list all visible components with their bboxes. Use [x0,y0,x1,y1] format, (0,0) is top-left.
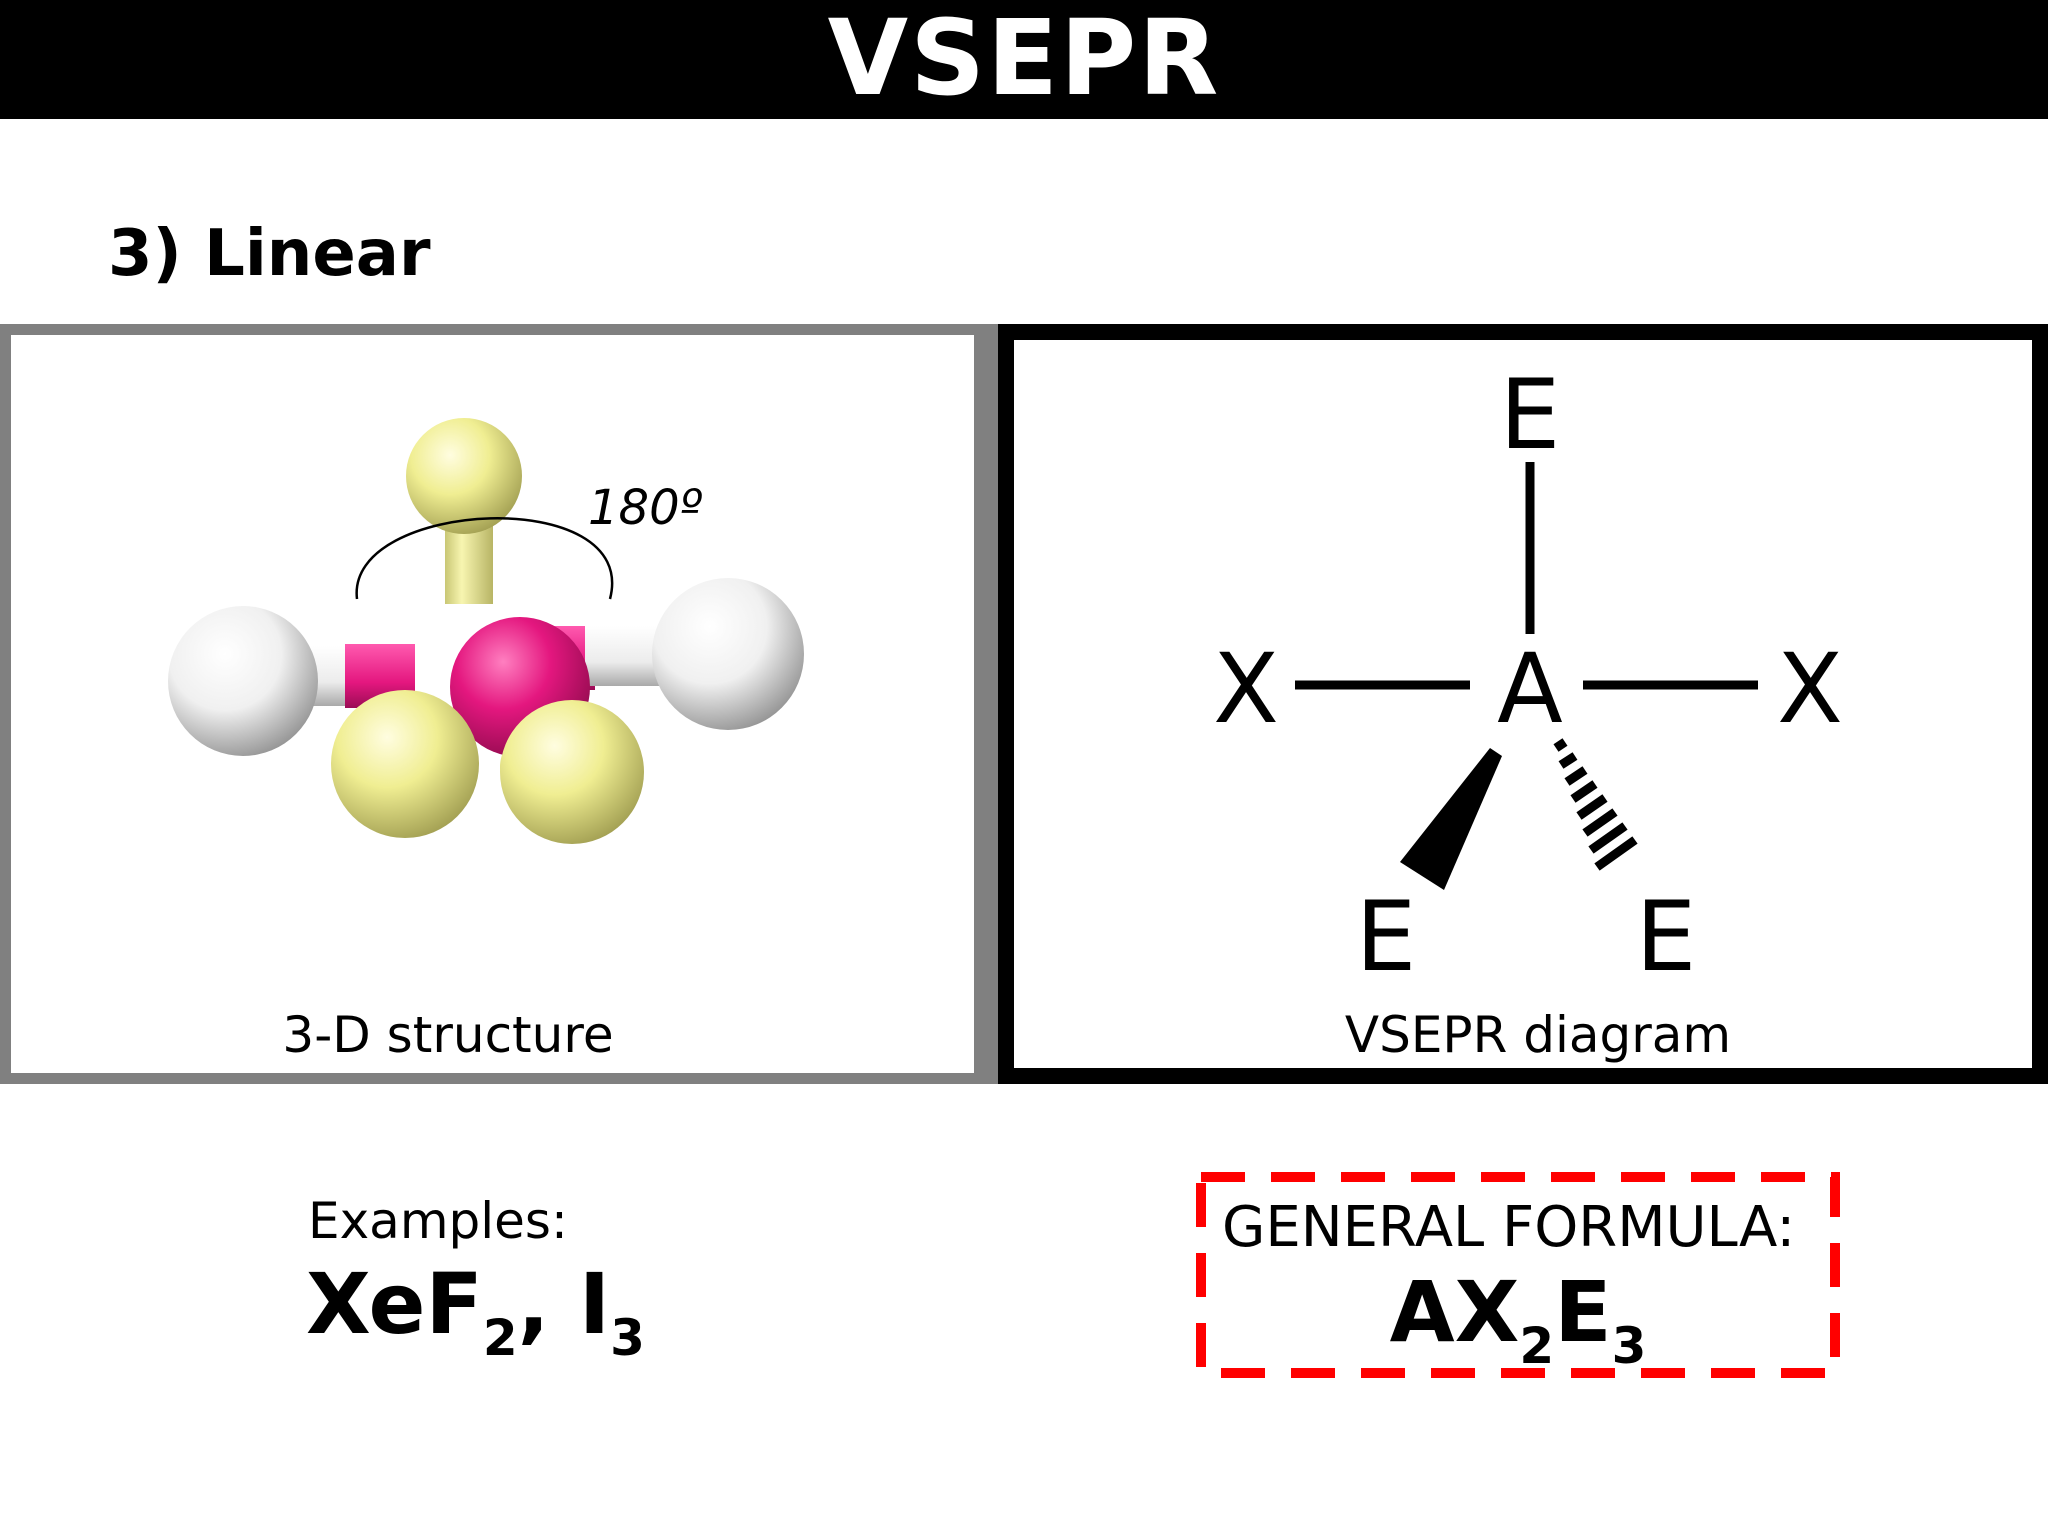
structure-caption: 3-D structure [282,1006,614,1064]
angle-arc [355,517,614,600]
hashed-bond [1553,738,1638,871]
atom-label-center: A [1497,633,1563,745]
section-heading: 3) Linear [108,217,431,291]
example-separator: , [517,1255,579,1353]
title-bar: VSEPR [0,0,2048,119]
examples-label: Examples: [308,1192,568,1250]
diagram-panel [998,324,2048,1084]
vsepr-diagram: E A X X E E [1213,359,1843,993]
panel-divider [985,324,998,1084]
examples-formulas: XeF2, I3 [306,1262,645,1363]
page-title: VSEPR [827,0,1221,119]
example-formula-i3-subscript: 3 [610,1309,645,1367]
general-formula-value: AX2E3 [1390,1270,1647,1371]
general-formula-label: GENERAL FORMULA: [1222,1195,1796,1260]
general-formula-e: E [1554,1263,1612,1361]
angle-label: 180º [588,480,703,536]
example-formula-xef2-subscript: 2 [482,1309,518,1367]
wedge-bond [1400,748,1502,890]
general-formula-subscript-x: 2 [1519,1317,1555,1375]
general-formula-subscript-e: 3 [1611,1317,1647,1375]
atom-label-left: X [1213,633,1279,745]
molecule-3d-model: 180º [168,418,804,844]
diagram-caption: VSEPR diagram [1344,1006,1732,1064]
general-formula-ax: AX [1389,1263,1520,1361]
ligand-sphere-right [652,578,804,730]
general-formula-box [1196,1172,1840,1378]
ligand-sphere-left [168,606,318,756]
lone-pair-sphere-front-right [500,700,644,844]
atom-label-bottom-right: E [1636,881,1697,993]
atom-label-bottom-left: E [1356,881,1417,993]
atom-label-top: E [1500,359,1561,471]
example-formula-i3: I [578,1255,611,1353]
lone-pair-sphere-front-left [331,690,479,838]
example-formula-xef2: XeF [306,1255,483,1353]
atom-label-right: X [1777,633,1843,745]
lone-pair-sphere-top [406,418,522,534]
